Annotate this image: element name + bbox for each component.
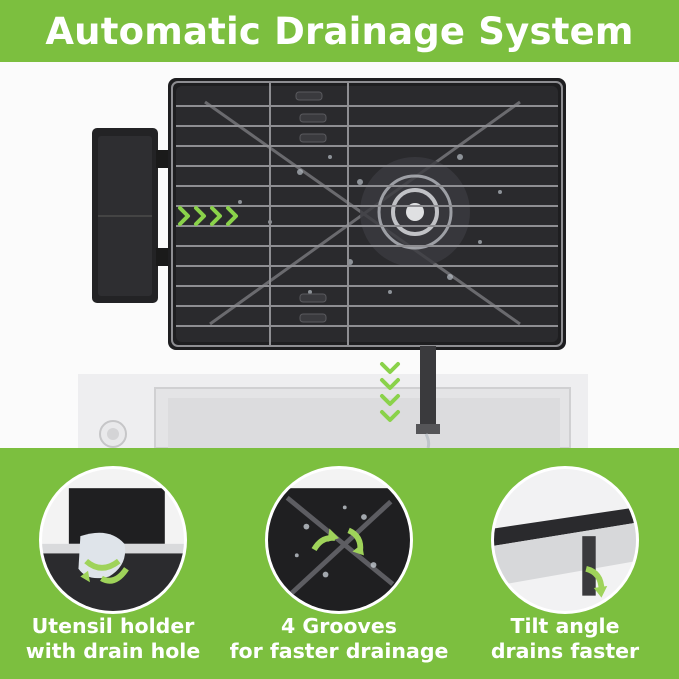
feature-grooves-line1: 4 Grooves: [281, 614, 397, 638]
utensil-holder-drain-icon: [39, 466, 187, 614]
downflow-arrows-icon: [380, 362, 400, 422]
feature-grooves-line2: for faster drainage: [229, 639, 449, 663]
features-panel: Utensil holder with drain hole 4 Gr: [0, 448, 679, 679]
feature-utensil-holder: Utensil holder with drain hole: [0, 448, 226, 679]
feature-grooves: 4 Grooves for faster drainage: [226, 448, 452, 679]
feature-tilt-line1: Tilt angle: [510, 614, 620, 638]
drain-tray: [168, 78, 566, 350]
feature-utensil-line2: with drain hole: [25, 639, 201, 663]
product-hero-image: [0, 62, 679, 448]
title-banner: Automatic Drainage System: [0, 0, 679, 62]
utensil-holder: [92, 128, 168, 303]
flow-arrows-icon: [178, 206, 238, 226]
tilt-angle-icon: [491, 466, 639, 614]
drain-spout: [416, 346, 440, 448]
feature-tilt-angle: Tilt angle drains faster: [452, 448, 678, 679]
feature-tilt-line2: drains faster: [490, 639, 640, 663]
page-title: Automatic Drainage System: [45, 9, 634, 53]
grooves-icon: [265, 466, 413, 614]
feature-utensil-line1: Utensil holder: [31, 614, 195, 638]
